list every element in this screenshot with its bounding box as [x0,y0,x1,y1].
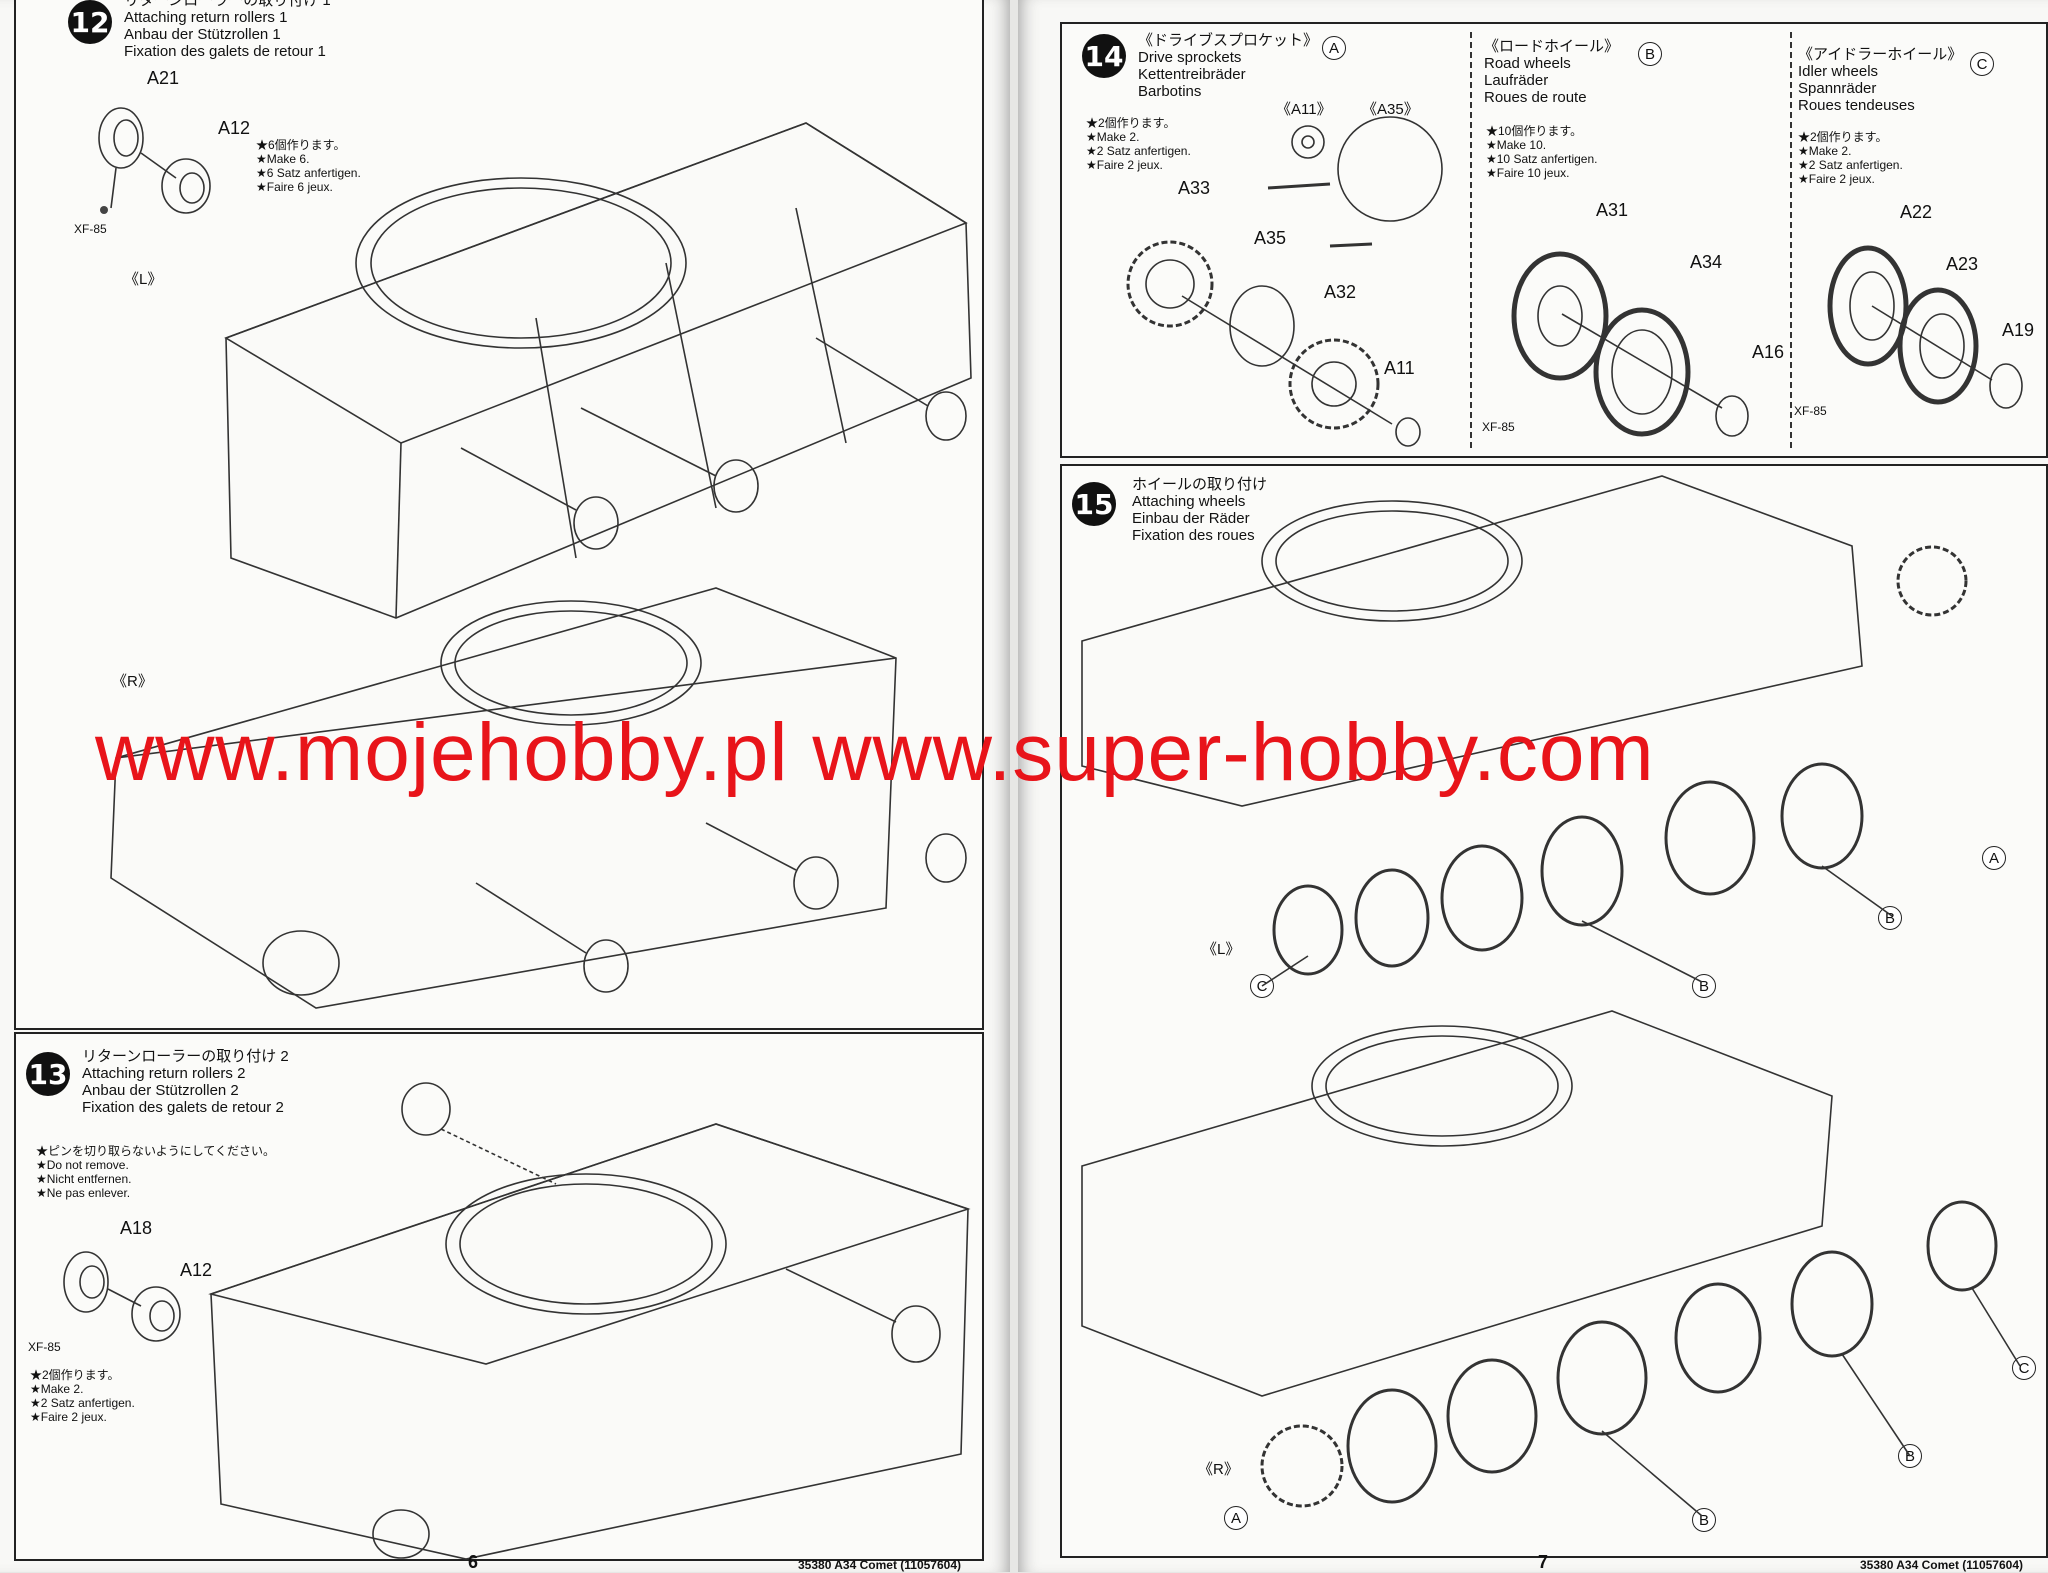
title-ja: ホイールの取り付け [1132,476,1268,493]
step-number-13: 13 [26,1052,70,1096]
page-number-right: 7 [1538,1552,1549,1572]
roller-a18 [63,1251,109,1313]
hull-left [225,122,972,619]
column-divider-2 [1790,32,1792,448]
callout-a-upper: A [1982,846,2006,870]
title-de: Einbau der Räder [1132,510,1250,527]
road-wheels-header: 《ロードホイール》 Road wheels Laufräder Roues de… [1484,38,1620,106]
hull-step13 [210,1123,969,1560]
step-number-14: 14 [1082,34,1126,78]
part-a31-label: A31 [1596,200,1629,220]
callout-a: A [1322,36,1346,60]
step-13-illustration [63,1082,971,1560]
part-a22-label: A22 [1900,202,1933,222]
footer-code-right: 35380 A34 Comet (11057604) [1860,1558,2023,1572]
part-a32-label: A32 [1324,282,1357,302]
side-left-label: 《L》 [124,271,163,288]
drive-sprockets-note: ★2個作ります。 ★Make 2. ★2 Satz anfertigen. ★F… [1086,116,1191,172]
part-a21-label: A21 [147,68,180,88]
right-page: 14 《ドライブスプロケット》 Drive sprockets Kettentr… [1018,0,2048,1572]
callout-b-lower-2: B [1692,1508,1716,1532]
part-a11-label: A11 [1384,358,1415,378]
part-a12-label: A12 [218,118,251,138]
roller-a12 [161,158,211,214]
step-number-15: 15 [1072,482,1116,526]
step-15-illustration [1081,475,2021,1517]
sprocket-a32 [1288,338,1380,430]
step-15-titles: ホイールの取り付け Attaching wheels Einbau der Rä… [1132,476,1267,544]
part-a34-label: A34 [1690,252,1723,272]
idler-wheel-a23 [1897,287,1979,405]
callout-a-lower: A [1224,1506,1248,1530]
callout-b: B [1638,42,1662,66]
part-a12-label: A12 [180,1260,213,1280]
hull-right [1081,1010,1833,1397]
step-14-illustration [1126,116,2023,447]
part-a19-label: A19 [2002,320,2035,340]
step-12-titles: リターンローラーの取り付け 1 Attaching return rollers… [124,0,331,60]
side-right-label: 《R》 [1198,1461,1239,1478]
page-number-left: 6 [468,1552,479,1572]
side-left-label: 《L》 [1202,941,1241,958]
step-14-panel: 14 《ドライブスプロケット》 Drive sprockets Kettentr… [1060,22,2048,458]
footer-code-left: 35380 A34 Comet (11057604) [798,1558,961,1572]
left-page: 12 リターンローラーの取り付け 1 Attaching return roll… [0,0,1010,1572]
roller-a12 [131,1286,181,1342]
title-fr: Fixation des galets de retour 2 [82,1099,284,1116]
roller-a21 [98,107,144,169]
step-12-note: ★6個作ります。 ★Make 6. ★6 Satz anfertigen. ★F… [256,138,361,194]
part-a33-label: A33 [1178,178,1211,198]
detail-a11-label: 《A11》 [1276,101,1332,118]
step-13-note: ★2個作ります。 ★Make 2. ★2 Satz anfertigen. ★F… [30,1368,135,1424]
idler-wheels-note: ★2個作ります。 ★Make 2. ★2 Satz anfertigen. ★F… [1798,130,1903,186]
title-de: Anbau der Stützrollen 1 [124,26,281,43]
step-15-panel: 15 ホイールの取り付け Attaching wheels Einbau der… [1060,464,2048,1558]
detail-a35-label: 《A35》 [1362,101,1419,118]
paint-xf85-label: XF-85 [1482,420,1515,434]
paint-xf85-label: XF-85 [1794,404,1827,418]
step-12-illustration [98,107,972,1009]
part-a18-label: A18 [120,1218,153,1238]
title-ja: リターンローラーの取り付け 2 [82,1048,289,1065]
step-12-panel: 12 リターンローラーの取り付け 1 Attaching return roll… [14,0,984,1030]
callout-c: C [1970,52,1994,76]
paint-xf85-label: XF-85 [28,1340,61,1354]
part-a16-label: A16 [1752,342,1785,362]
hull-left [1081,475,1863,807]
step-13-warning: ★ピンを切り取らないようにしてください。 ★Do not remove. ★Ni… [36,1144,276,1200]
step-number-12: 12 [68,0,112,44]
drive-sprockets-header: 《ドライブスプロケット》 Drive sprockets Kettentreib… [1138,32,1319,100]
title-de: Anbau der Stützrollen 2 [82,1082,239,1099]
part-a35-label: A35 [1254,228,1287,248]
title-en: Attaching return rollers 1 [124,9,288,26]
step-13-titles: リターンローラーの取り付け 2 Attaching return rollers… [82,1048,289,1116]
watermark-text: www.mojehobby.pl www.super-hobby.com [95,707,1655,798]
road-wheel-a31 [1511,251,1609,381]
title-fr: Fixation des galets de retour 1 [124,43,326,60]
road-wheels-right [1346,1200,1998,1504]
title-fr: Fixation des roues [1132,527,1255,544]
idler-wheel-a22 [1827,245,1909,367]
hull-right [110,587,897,1009]
part-a23-label: A23 [1946,254,1979,274]
title-en: Attaching return rollers 2 [82,1065,246,1082]
step-13-panel: 13 リターンローラーの取り付け 2 Attaching return roll… [14,1032,984,1561]
callout-b-upper-2: B [1692,974,1716,998]
title-en: Attaching wheels [1132,493,1246,510]
road-wheels-left [1272,762,1864,976]
paint-xf85-label: XF-85 [74,222,107,236]
road-wheels-note: ★10個作ります。 ★Make 10. ★10 Satz anfertigen.… [1486,124,1598,180]
side-right-label: 《R》 [112,673,153,690]
column-divider-1 [1470,32,1472,448]
idler-wheels-header: 《アイドラーホイール》 Idler wheels Spannräder Roue… [1798,46,1963,114]
road-wheel-a34 [1593,307,1691,437]
title-ja: リターンローラーの取り付け 1 [124,0,331,9]
sprocket-a33 [1126,240,1214,328]
callout-b-upper: B [1878,906,1902,930]
